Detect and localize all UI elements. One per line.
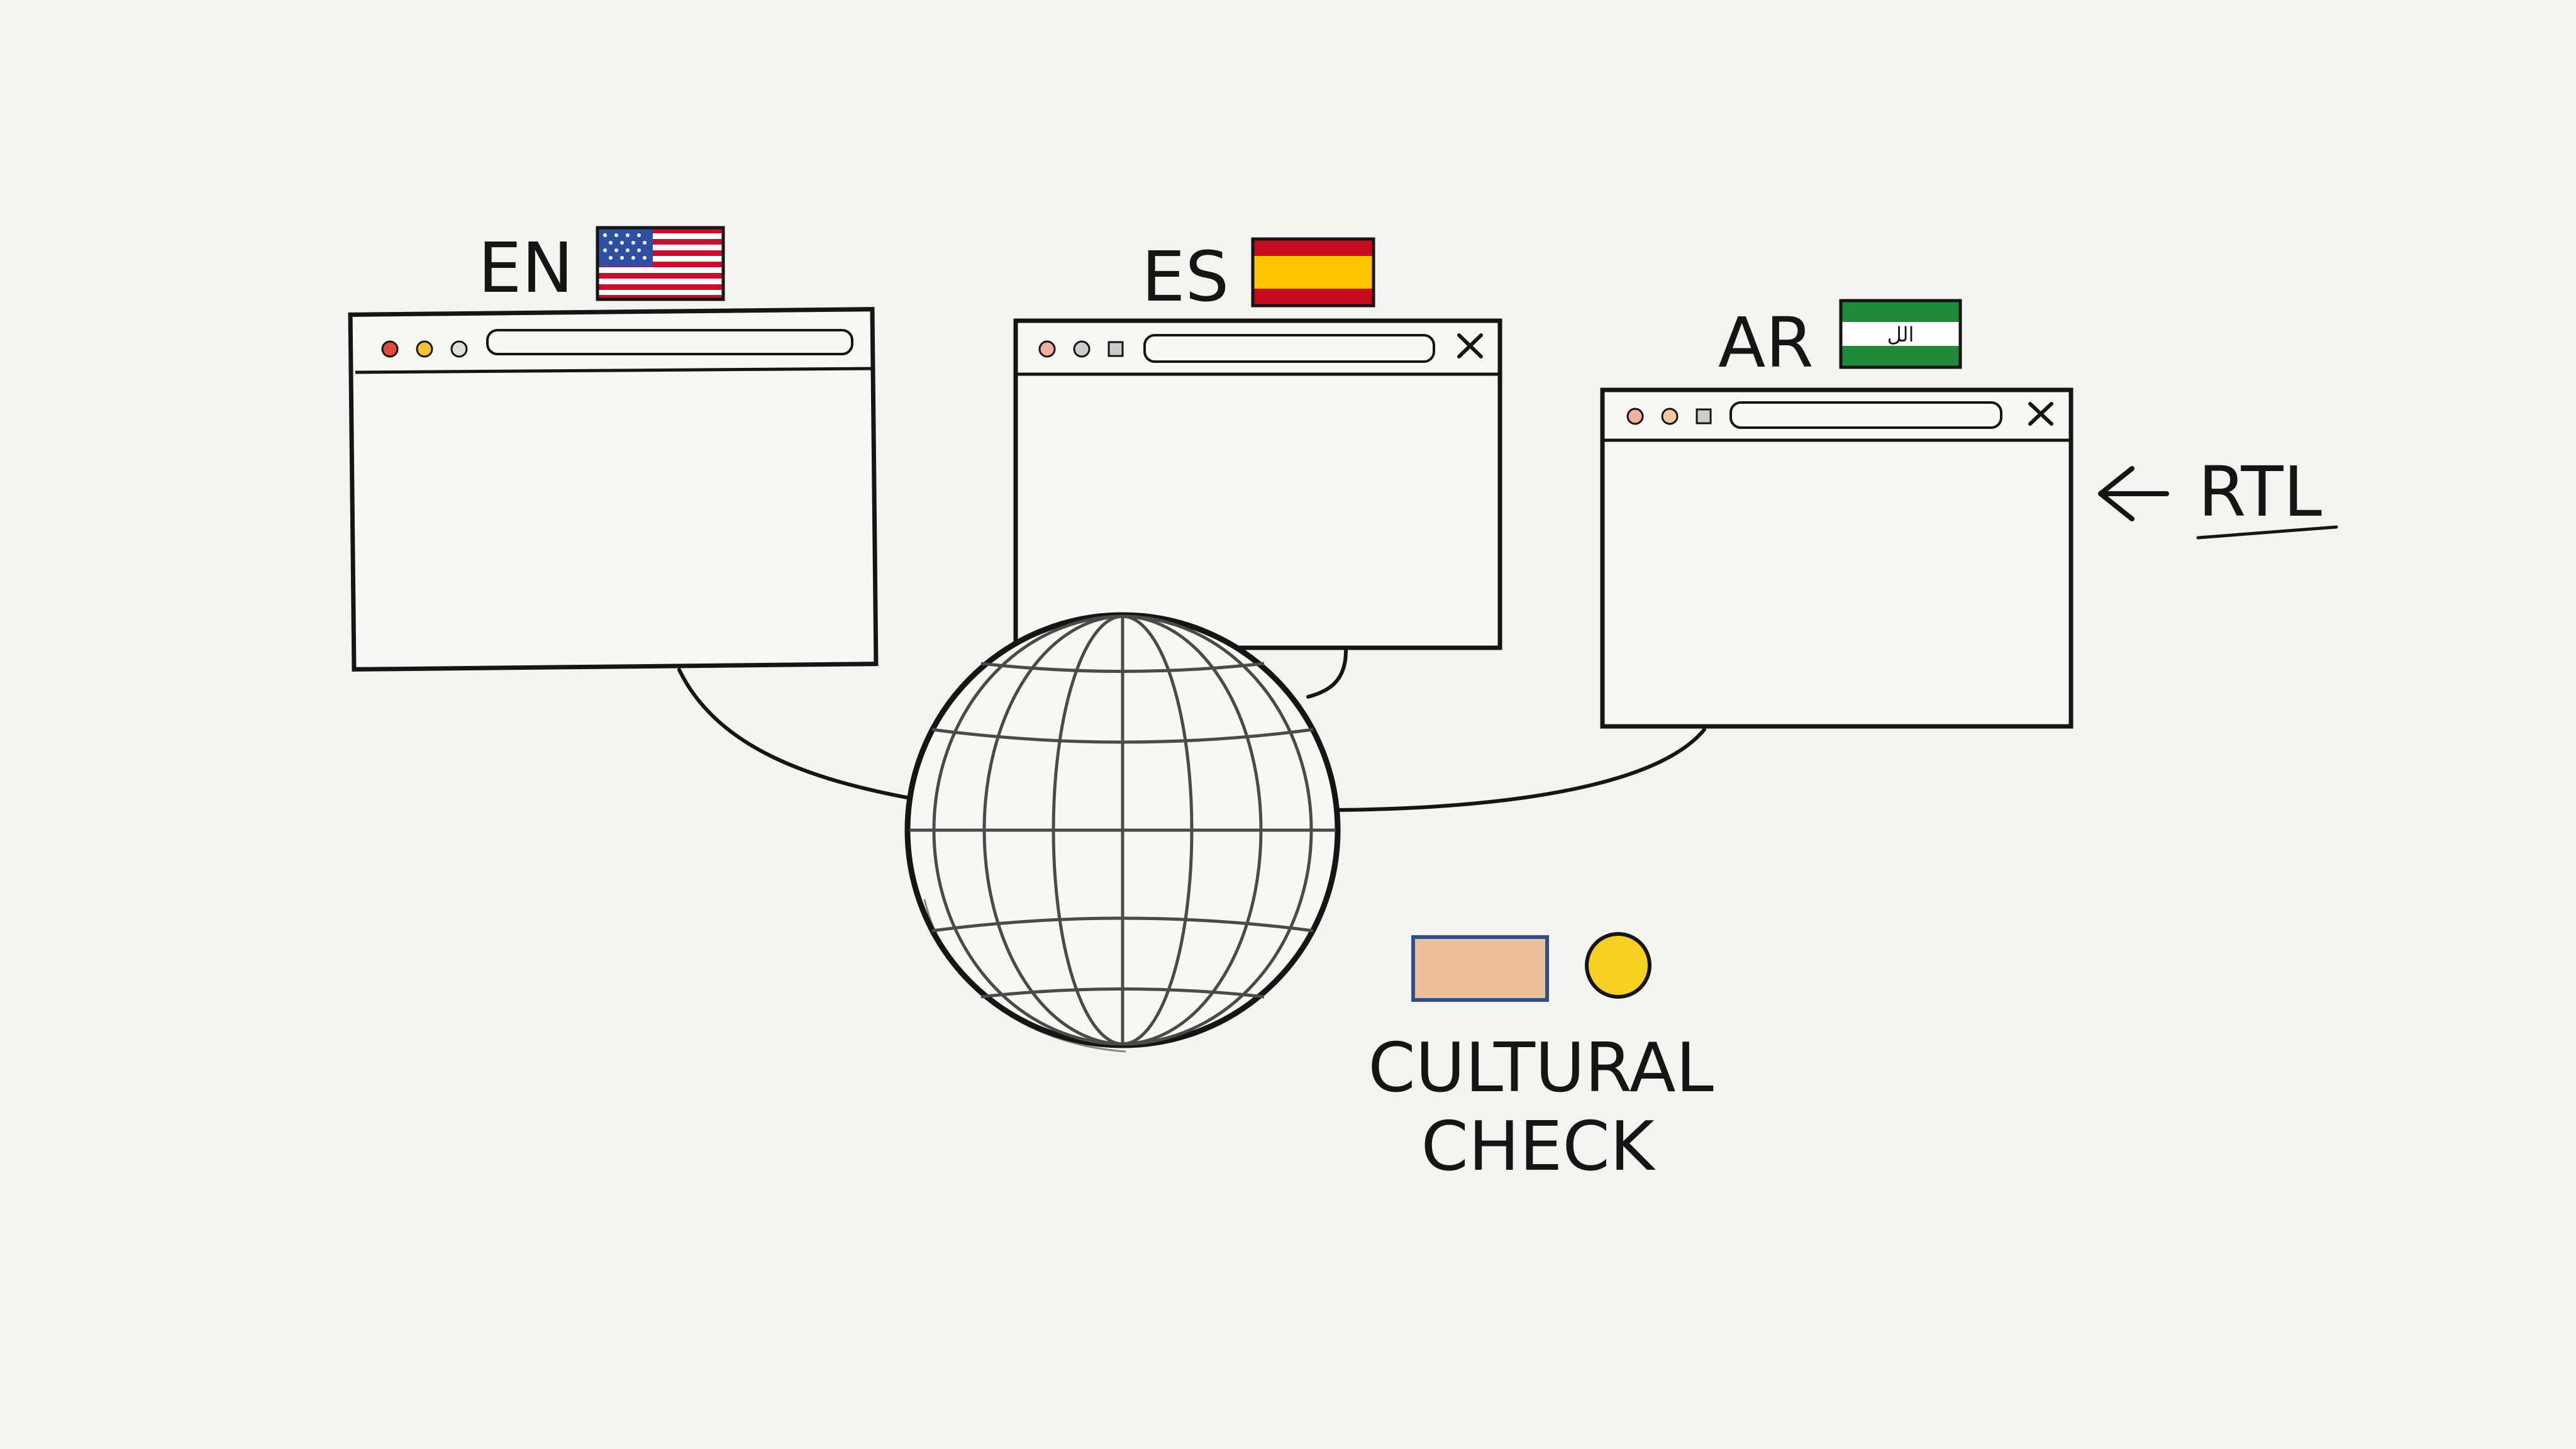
window-en: EN (348, 226, 879, 672)
window-es: ES (1013, 236, 1502, 650)
minimize-dot-ar[interactable] (1661, 408, 1679, 425)
minimize-dot-es[interactable] (1073, 340, 1091, 358)
rtl-underline (2196, 525, 2338, 540)
window-ar: AR الل (1600, 299, 2074, 729)
rtl-annotation: RTL (2098, 452, 2338, 540)
connector-en (677, 668, 915, 801)
close-dot-ar[interactable] (1626, 408, 1644, 425)
arabic-flag-script: الل (1887, 323, 1914, 347)
browser-frame-en (348, 307, 879, 672)
close-x-icon-ar[interactable] (2028, 402, 2053, 426)
maximize-square-ar[interactable] (1696, 408, 1712, 425)
browser-frame-es (1013, 318, 1502, 650)
minimize-dot-en[interactable] (416, 340, 433, 358)
color-swatch-icon (1411, 935, 1549, 1002)
maximize-dot-en[interactable] (450, 340, 468, 358)
address-bar-es[interactable] (1143, 334, 1435, 363)
close-x-icon-es[interactable] (1457, 333, 1483, 358)
cultural-check-line2: CHECK (1421, 1108, 1656, 1186)
lang-label-es: ES (1141, 236, 1229, 317)
address-bar-en[interactable] (486, 329, 853, 355)
close-dot-es[interactable] (1038, 340, 1056, 358)
globe-icon (904, 612, 1341, 1053)
connector-ar (1335, 728, 1706, 812)
connector-lines (677, 649, 1706, 812)
arabic-flag: الل (1839, 299, 1962, 369)
us-flag (596, 226, 725, 301)
cultural-check: CULTURAL CHECK (1368, 932, 1714, 1186)
close-dot-en[interactable] (381, 340, 399, 358)
lang-label-en: EN (478, 228, 574, 308)
cultural-check-line1: CULTURAL (1368, 1029, 1714, 1108)
maximize-square-es[interactable] (1108, 341, 1124, 357)
browser-frame-ar (1600, 387, 2074, 729)
address-bar-ar[interactable] (1729, 401, 2002, 429)
connector-es (1306, 649, 1348, 699)
spain-flag (1251, 237, 1375, 308)
rtl-label: RTL (2198, 452, 2322, 532)
yellow-dot-icon (1585, 932, 1652, 999)
left-arrow-icon (2098, 466, 2169, 521)
lang-label-ar: AR (1718, 303, 1814, 383)
